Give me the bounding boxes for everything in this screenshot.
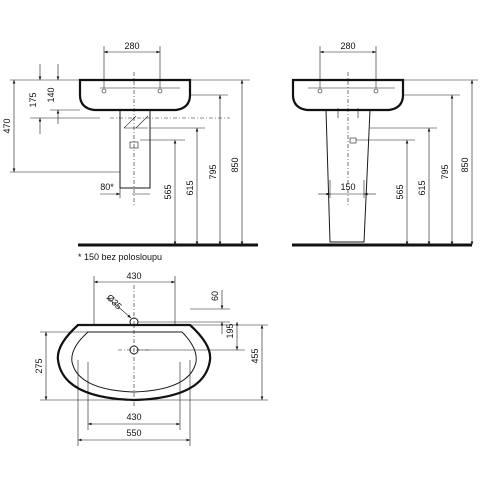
dim-width-inner: 430 [126,412,141,422]
dim-60: 60 [210,291,220,301]
top-view: 430 Ø35 60 195 455 275 430 550 [34,271,268,446]
dim-795: 795 [208,164,218,179]
front-dim-565: 565 [395,184,405,199]
dim-455: 455 [250,348,260,363]
front-dim-795: 795 [440,164,450,179]
dim-width-top: 430 [126,271,141,281]
side-pedestal [119,110,151,189]
side-view: 280 175 140 470 80* 565 615 795 850 [2,41,258,247]
dim-195: 195 [225,323,235,338]
footnote: * 150 bez polosloupu [78,252,162,262]
dim-175: 175 [28,92,38,107]
dim-tap-spacing: 280 [124,41,139,51]
front-dim-150: 150 [340,182,355,192]
dim-hole-dia: Ø35 [105,292,124,311]
dim-850: 850 [230,157,240,172]
dim-width-total: 550 [126,428,141,438]
front-dim-tap-spacing: 280 [340,41,355,51]
dim-140: 140 [46,87,56,102]
dim-565: 565 [163,184,173,199]
front-view: 280 150 565 615 795 850 [291,41,478,247]
front-dim-615: 615 [417,180,427,195]
dim-470: 470 [2,118,12,133]
front-pedestal [325,109,371,243]
top-basin-inner [71,331,197,393]
dim-275: 275 [34,358,44,373]
side-basin-outline [78,78,192,112]
front-dim-850: 850 [460,157,470,172]
front-basin-outline [291,78,405,112]
dim-80: 80* [100,182,114,192]
dim-615: 615 [185,180,195,195]
